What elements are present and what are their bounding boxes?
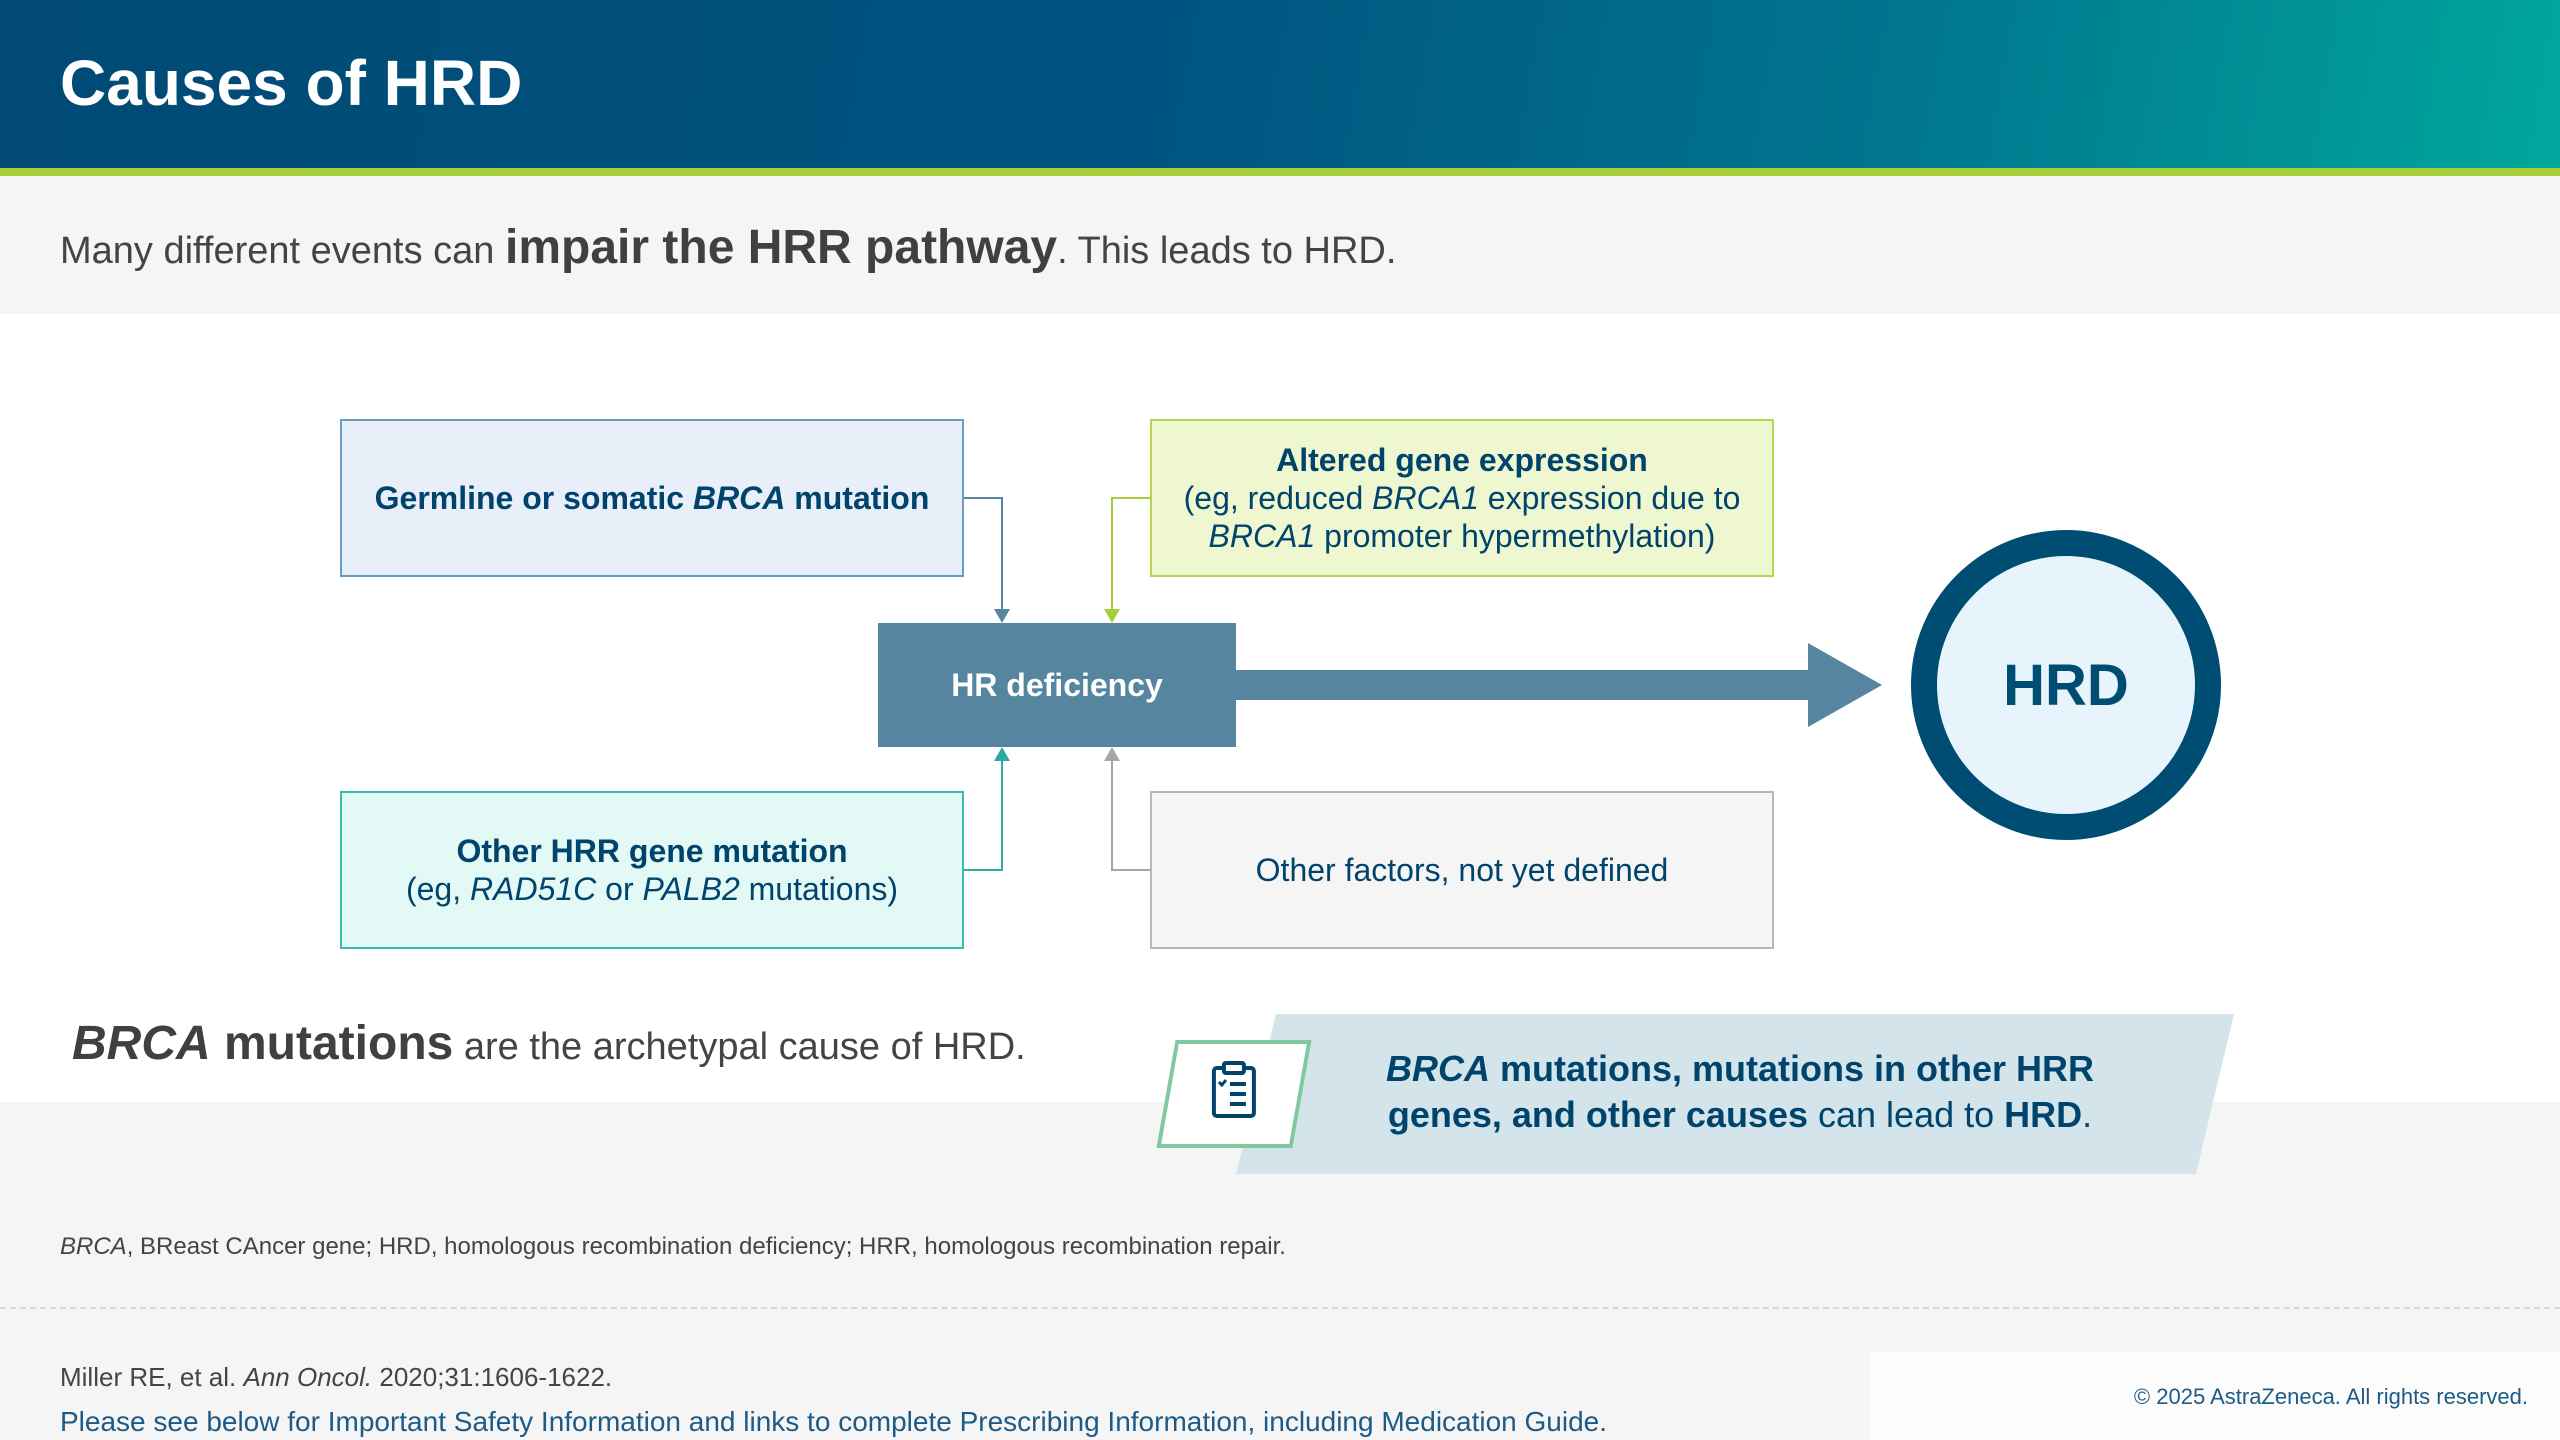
box-other-hrr-line1: Other HRR gene mutation [456, 833, 848, 869]
safety-information-link[interactable]: Please see below for Important Safety In… [60, 1406, 1608, 1437]
callout-line2-mid: can lead to [1808, 1094, 2005, 1135]
connector-brca [964, 497, 1003, 612]
brca-statement-gene: BRCA [72, 1017, 211, 1070]
callout-icon-frame [1156, 1040, 1312, 1148]
brca-statement-bold: mutations [210, 1017, 454, 1070]
arrowhead-brca [994, 609, 1010, 623]
header-accent-line [0, 168, 2560, 176]
reference-details: 2020;31:1606-1622. [372, 1362, 613, 1392]
box-other-factors-label: Other factors, not yet defined [1255, 852, 1669, 888]
box-altered-line1: Altered gene expression [1276, 442, 1648, 478]
box-altered-line3: BRCA1 promoter hypermethylation) [1184, 517, 1741, 555]
subtitle-suffix: . This leads to HRD. [1057, 230, 1397, 272]
box-other-hrr-line2-prefix: (eg, [405, 871, 470, 907]
callout-line2-bold: genes, and other causes [1387, 1094, 1808, 1135]
box-other-hrr-gene2: PALB2 [642, 871, 740, 907]
callout-text: BRCA mutations, mutations in other HRR g… [1290, 1046, 2190, 1138]
box-hr-deficiency: HR deficiency [878, 623, 1236, 747]
box-altered-line3-suffix: promoter hypermethylation) [1315, 518, 1716, 554]
callout-gene: BRCA [1385, 1048, 1490, 1089]
subtitle-prefix: Many different events can [60, 230, 505, 272]
box-altered-text: Altered gene expression (eg, reduced BRC… [1184, 441, 1741, 555]
box-altered-line2-suffix: expression due to [1478, 480, 1741, 516]
reference-authors: Miller RE, et al. [60, 1362, 244, 1392]
box-other-factors: Other factors, not yet defined [1150, 791, 1774, 949]
box-altered-line2-prefix: (eg, reduced [1183, 480, 1373, 516]
brca-statement-rest: are the archetypal cause of HRD. [453, 1026, 1026, 1068]
arrowhead-factors [1104, 747, 1120, 761]
box-other-hrr-mutation: Other HRR gene mutation (eg, RAD51C or P… [340, 791, 964, 949]
page-title: Causes of HRD [60, 47, 523, 119]
footer-divider [0, 1307, 2560, 1309]
callout-line1: BRCA mutations, mutations in other HRR [1290, 1046, 2190, 1092]
connector-altered [1111, 497, 1150, 612]
brca-statement: BRCA mutations are the archetypal cause … [72, 1016, 1026, 1071]
box-altered-expression: Altered gene expression (eg, reduced BRC… [1150, 419, 1774, 577]
arrowhead-other-hrr [994, 747, 1010, 761]
box-other-hrr-text: Other HRR gene mutation (eg, RAD51C or P… [406, 832, 898, 908]
header-banner [0, 0, 2560, 168]
main-arrow-shaft [1236, 670, 1810, 700]
connector-factors [1111, 758, 1150, 871]
box-brca-text-3: mutation [785, 480, 930, 516]
box-brca-mutation: Germline or somatic BRCA mutation [340, 419, 964, 577]
connector-other-hrr [964, 758, 1003, 871]
box-other-hrr-line2-suffix: mutations) [739, 871, 899, 907]
callout-line2-end: . [2082, 1094, 2093, 1135]
main-arrow-head [1808, 643, 1882, 727]
hrd-outcome-label: HRD [2003, 652, 2129, 718]
box-hr-label: HR deficiency [951, 667, 1163, 703]
box-other-hrr-line2-mid: or [596, 871, 643, 907]
clipboard-icon [1206, 1060, 1262, 1129]
box-brca-text-2: BRCA [692, 480, 786, 516]
callout-line2: genes, and other causes can lead to HRD. [1290, 1092, 2190, 1138]
box-brca-text: Germline or somatic BRCA mutation [375, 479, 930, 517]
copyright-background [1870, 1352, 2560, 1440]
reference-journal: Ann Oncol. [243, 1362, 373, 1392]
callout-banner [1236, 1014, 2234, 1174]
reference-citation: Miller RE, et al. Ann Oncol. 2020;31:160… [60, 1362, 612, 1393]
subtitle: Many different events can impair the HRR… [60, 220, 1396, 275]
box-brca-text-1: Germline or somatic [374, 480, 693, 516]
box-altered-line2-gene: BRCA1 [1372, 480, 1479, 516]
box-other-hrr-gene1: RAD51C [470, 871, 597, 907]
box-altered-line3-gene: BRCA1 [1208, 518, 1316, 554]
footnote-text: , BReast CAncer gene; HRD, homologous re… [126, 1233, 1286, 1260]
footnote-gene: BRCA [60, 1233, 127, 1260]
callout-line1-bold: mutations, mutations in other HRR [1489, 1048, 2094, 1089]
arrowhead-altered [1104, 609, 1120, 623]
copyright-notice: © 2025 AstraZeneca. All rights reserved. [2133, 1384, 2528, 1409]
subtitle-band [0, 176, 2560, 314]
box-other-hrr-line2: (eg, RAD51C or PALB2 mutations) [406, 870, 898, 908]
subtitle-emphasis: impair the HRR pathway [505, 221, 1058, 274]
callout-line2-hrd: HRD [2004, 1094, 2083, 1135]
abbreviations-footnote: BRCA, BReast CAncer gene; HRD, homologou… [60, 1233, 1286, 1261]
box-altered-line2: (eg, reduced BRCA1 expression due to [1184, 479, 1741, 517]
hrd-outcome-circle: HRD [1911, 530, 2221, 840]
